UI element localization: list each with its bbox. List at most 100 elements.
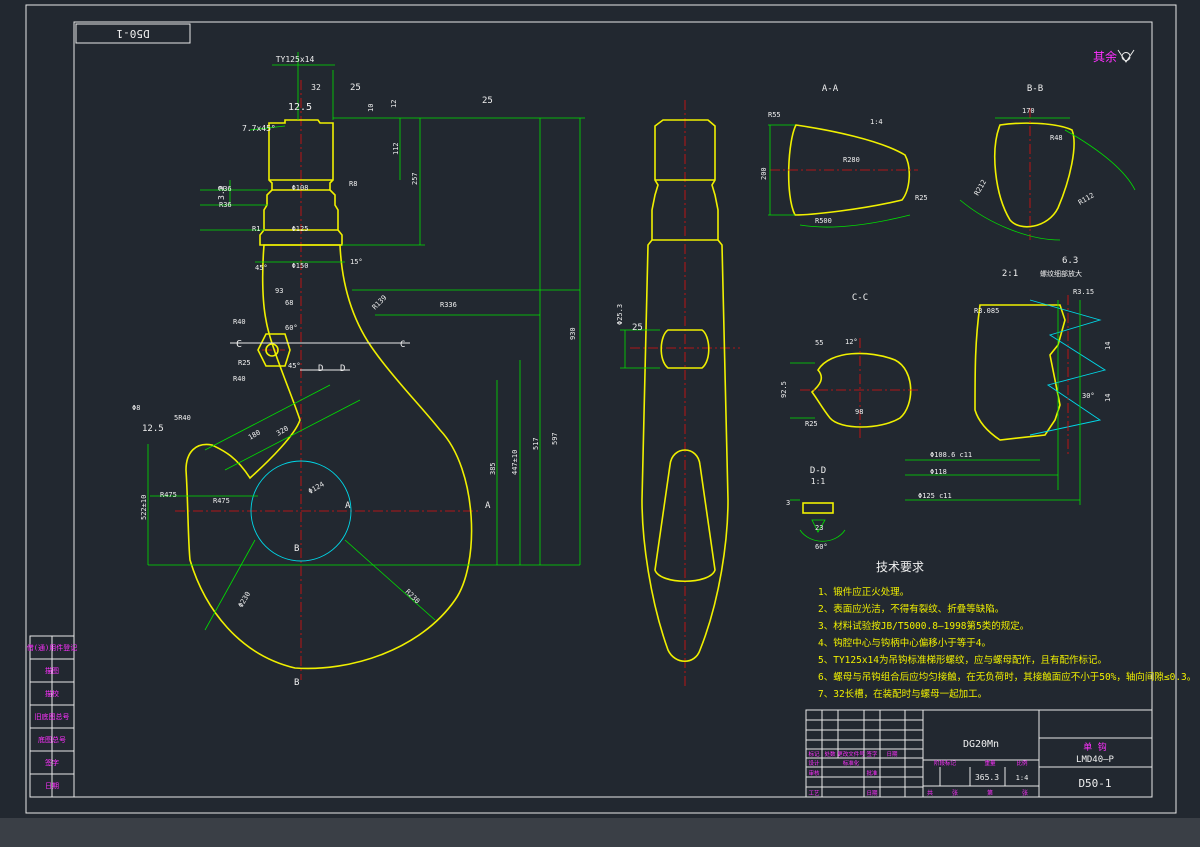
title-scale: 1:4	[1016, 774, 1029, 782]
section-c-left: C	[236, 339, 242, 350]
tech-req-7: 7、32长槽，在装配时与螺母一起加工。	[818, 688, 987, 700]
thread-detail-roughness: 6.3	[1062, 256, 1078, 266]
section-cc-92-5: 92.5	[780, 381, 788, 398]
thread-phi125: Φ125 c11	[918, 492, 952, 500]
section-aa-r280: R280	[843, 156, 860, 164]
section-dd-title: D-D	[810, 466, 826, 476]
strip-label-0: 借(通)用件登记	[27, 643, 77, 652]
tech-req-1: 1、锻件应正火处理。	[818, 586, 909, 598]
main-view	[147, 52, 585, 680]
strip-label-3: 旧底图总号	[35, 712, 70, 721]
section-bb	[959, 108, 1136, 241]
section-b-outer: B	[294, 678, 299, 688]
section-dd-3: 3	[786, 499, 790, 507]
title-part: 单 钩	[1083, 741, 1106, 753]
dim-93: 93	[275, 287, 283, 295]
dim-r475a: R475	[160, 491, 177, 499]
dim-r8: R8	[349, 180, 357, 188]
dim-thread: TY125x14	[276, 55, 315, 64]
surface-note: 其余	[1093, 49, 1117, 64]
section-aa-title: A-A	[822, 84, 839, 94]
title-signoff-4: 日期	[866, 790, 878, 797]
title-sheet-2: 第	[987, 789, 993, 797]
dim-930: 930	[569, 327, 577, 340]
title-signoff-0: 设计	[808, 759, 820, 767]
title-stage-2: 比例	[1016, 759, 1028, 767]
dim-45deg-b: 45°	[288, 362, 301, 370]
left-strip-table	[29, 635, 75, 798]
dim-r25: R25	[238, 359, 251, 367]
title-signoff-1: 标准化	[843, 759, 860, 767]
title-stage-0: 阶段标记	[934, 759, 957, 767]
tech-req-4: 4、钩腔中心与钩柄中心偏移小于等于4。	[818, 637, 991, 649]
dim-phi8: Φ8	[132, 404, 140, 412]
section-bb-r112: R112	[1077, 191, 1096, 206]
outer-border	[25, 4, 1177, 814]
section-aa-taper: 1:4	[870, 118, 883, 126]
dim-phi25-3: Φ25.3	[616, 304, 624, 325]
strip-label-6: 日期	[45, 782, 59, 790]
dim-phi108: Φ108	[292, 184, 309, 192]
dim-roughness-25b: 25	[482, 96, 493, 106]
title-mass: 365.3	[975, 773, 999, 782]
dim-3-2: 3.2	[217, 185, 226, 200]
title-stage-1: 重量	[984, 759, 996, 767]
dim-roughness-25c: 25	[632, 323, 643, 333]
dim-r230: R230	[404, 588, 422, 606]
title-signoff-2: 审核	[808, 769, 820, 777]
section-cc-12deg: 12°	[845, 338, 858, 346]
dim-68: 68	[285, 299, 293, 307]
title-signoff-5: 批准	[866, 769, 878, 777]
code-box	[75, 23, 191, 44]
dim-r40a: R40	[233, 318, 246, 326]
thread-14b: 14	[1104, 394, 1112, 402]
dim-phi124: Φ124	[307, 480, 326, 495]
section-aa-200: 200	[760, 167, 768, 180]
title-row-label-0: 标记	[808, 750, 820, 758]
thread-detail-subtitle: 螺纹细部放大	[1040, 269, 1082, 278]
section-bb-r212: R212	[973, 178, 988, 197]
dim-roughness-12-5: 12.5	[288, 102, 312, 113]
dim-5r40: 5R40	[174, 414, 191, 422]
dim-60deg: 60°	[285, 324, 298, 332]
dim-522: 522±10	[140, 495, 148, 520]
tech-req-5: 5、TY125x14为吊钩标准梯形螺纹，应与螺母配作，且有配作标记。	[818, 654, 1107, 666]
dim-180: 180	[247, 428, 262, 441]
section-c-right: C	[400, 340, 405, 350]
strip-label-4: 底图总号	[38, 735, 66, 744]
thread-14a: 14	[1104, 342, 1112, 350]
section-cc-98: 98	[855, 408, 863, 416]
dim-r1: R1	[252, 225, 260, 233]
tech-req-6: 6、螺母与吊钩组合后应均匀接触，在无负荷时，其接触面应不小于50%，轴向间隙≤0…	[818, 671, 1196, 683]
dim-597: 597	[551, 432, 559, 445]
section-cc-r25: R25	[805, 420, 818, 428]
title-sheet-1: 张	[952, 789, 958, 797]
section-dd-23: 23	[815, 524, 823, 532]
tech-req-2: 2、表面应光洁，不得有裂纹、折叠等缺陷。	[818, 603, 1004, 615]
dim-447: 447±10	[511, 450, 519, 475]
thread-r3-15: R3.15	[1073, 288, 1094, 296]
dim-12: 12	[390, 100, 398, 108]
inner-border	[73, 21, 1153, 798]
section-d-right: D	[340, 364, 345, 374]
section-aa-r500: R500	[815, 217, 832, 225]
title-material: DG20Mn	[963, 739, 999, 750]
section-aa-r25: R25	[915, 194, 928, 202]
section-aa	[768, 124, 918, 228]
section-cc-title: C-C	[852, 293, 868, 303]
title-signoff-3: 工艺	[808, 790, 820, 797]
title-row-label-2: 更改文件号	[837, 750, 865, 758]
dim-roughness-12-5b: 12.5	[142, 424, 164, 434]
title-block	[805, 709, 1153, 798]
section-cc-55: 55	[815, 339, 823, 347]
title-row-label-1: 处数	[824, 750, 836, 758]
section-d-left: D	[318, 364, 323, 374]
thread-phi108-6: Φ108.6 c11	[930, 451, 972, 459]
section-a-inner: A	[345, 501, 351, 511]
tech-req-3: 3、材料试验按JB/T5000.8—1998第5类的规定。	[818, 620, 1029, 632]
dim-phi125: Φ125	[292, 225, 309, 233]
dim-10: 10	[367, 104, 375, 112]
section-b-inner: B	[294, 544, 299, 554]
dim-phi150: Φ150	[292, 262, 309, 270]
